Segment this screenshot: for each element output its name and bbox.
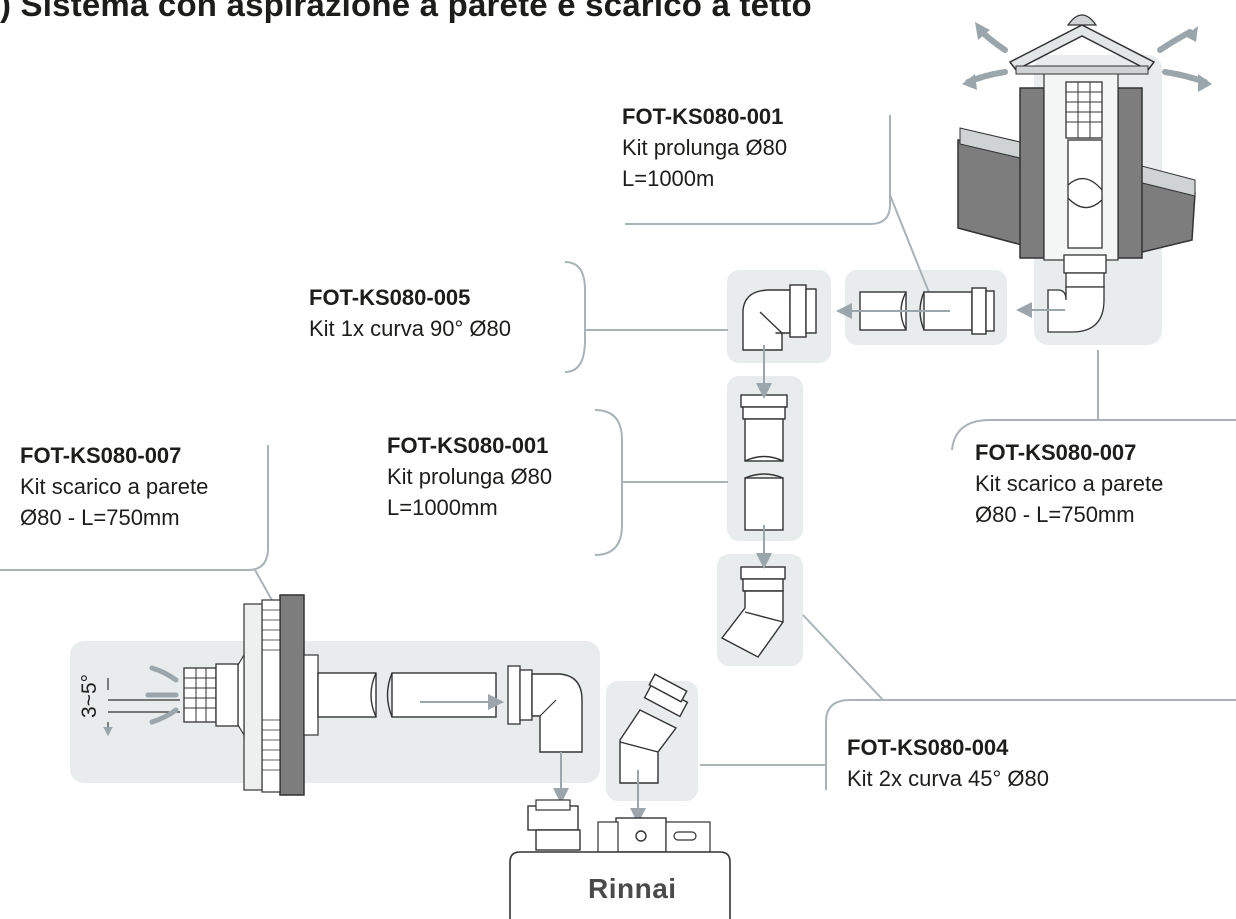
leader-roof-terminal	[951, 350, 1236, 451]
diagram-title: ) Sistema con aspirazione a parete e sca…	[0, 0, 812, 23]
elbow-45-upper	[720, 566, 786, 658]
label-code: FOT-KS080-007	[20, 443, 182, 468]
flow-arrows	[420, 302, 1065, 824]
label-code: FOT-KS080-001	[387, 433, 549, 458]
label-line: Kit 1x curva 90° Ø80	[309, 316, 512, 341]
label-elbow-90: FOT-KS080-005 Kit 1x curva 90° Ø80	[309, 282, 511, 344]
roof-assembly	[957, 14, 1212, 333]
label-line: Kit scarico a parete	[975, 471, 1164, 496]
label-line: L=1000mm	[387, 495, 498, 520]
label-code: FOT-KS080-007	[975, 440, 1137, 465]
slope-label: 3~5°	[78, 673, 101, 718]
wall-terminal-grille	[183, 667, 217, 723]
label-code: FOT-KS080-004	[847, 735, 1009, 760]
leader-lines	[0, 115, 1236, 790]
label-code: FOT-KS080-001	[622, 104, 784, 129]
label-line: Ø80 - L=750mm	[20, 505, 180, 530]
label-line: Ø80 - L=750mm	[975, 502, 1135, 527]
extension-pipe-vertical	[740, 394, 788, 531]
terminal-grille	[1065, 81, 1103, 139]
label-extension-vertical: FOT-KS080-001 Kit prolunga Ø80 L=1000mm	[387, 430, 552, 523]
chimney-right-wall	[1117, 87, 1143, 259]
elbow-90	[742, 284, 817, 351]
leader-ext-top	[625, 115, 931, 296]
appliance-body	[509, 851, 731, 919]
leader-ext-vertical	[594, 409, 728, 556]
leader-elbow90	[564, 261, 728, 373]
water-heater-appliance	[509, 799, 731, 919]
elbow-45-lower	[619, 673, 689, 784]
label-code: FOT-KS080-005	[309, 285, 471, 310]
label-extension-top: FOT-KS080-001 Kit prolunga Ø80 L=1000m	[622, 101, 787, 194]
label-line: Kit scarico a parete	[20, 474, 209, 499]
label-line: L=1000m	[622, 166, 715, 191]
label-line: Kit prolunga Ø80	[387, 464, 553, 489]
leader-elbow45	[700, 614, 1236, 790]
label-elbow-45: FOT-KS080-004 Kit 2x curva 45° Ø80	[847, 732, 1049, 794]
wall-terminal-assembly	[108, 594, 583, 796]
label-line: Kit 2x curva 45° Ø80	[847, 766, 1050, 791]
label-line: Kit prolunga Ø80	[622, 135, 788, 160]
label-roof-terminal: FOT-KS080-007 Kit scarico a parete Ø80 -…	[975, 437, 1163, 530]
label-wall-terminal: FOT-KS080-007 Kit scarico a parete Ø80 -…	[20, 440, 208, 533]
brand-logo: Rinnai	[588, 873, 677, 904]
chimney-left-wall	[1019, 87, 1045, 259]
wall-section	[279, 594, 305, 796]
roof-elbow-90	[1047, 286, 1105, 333]
